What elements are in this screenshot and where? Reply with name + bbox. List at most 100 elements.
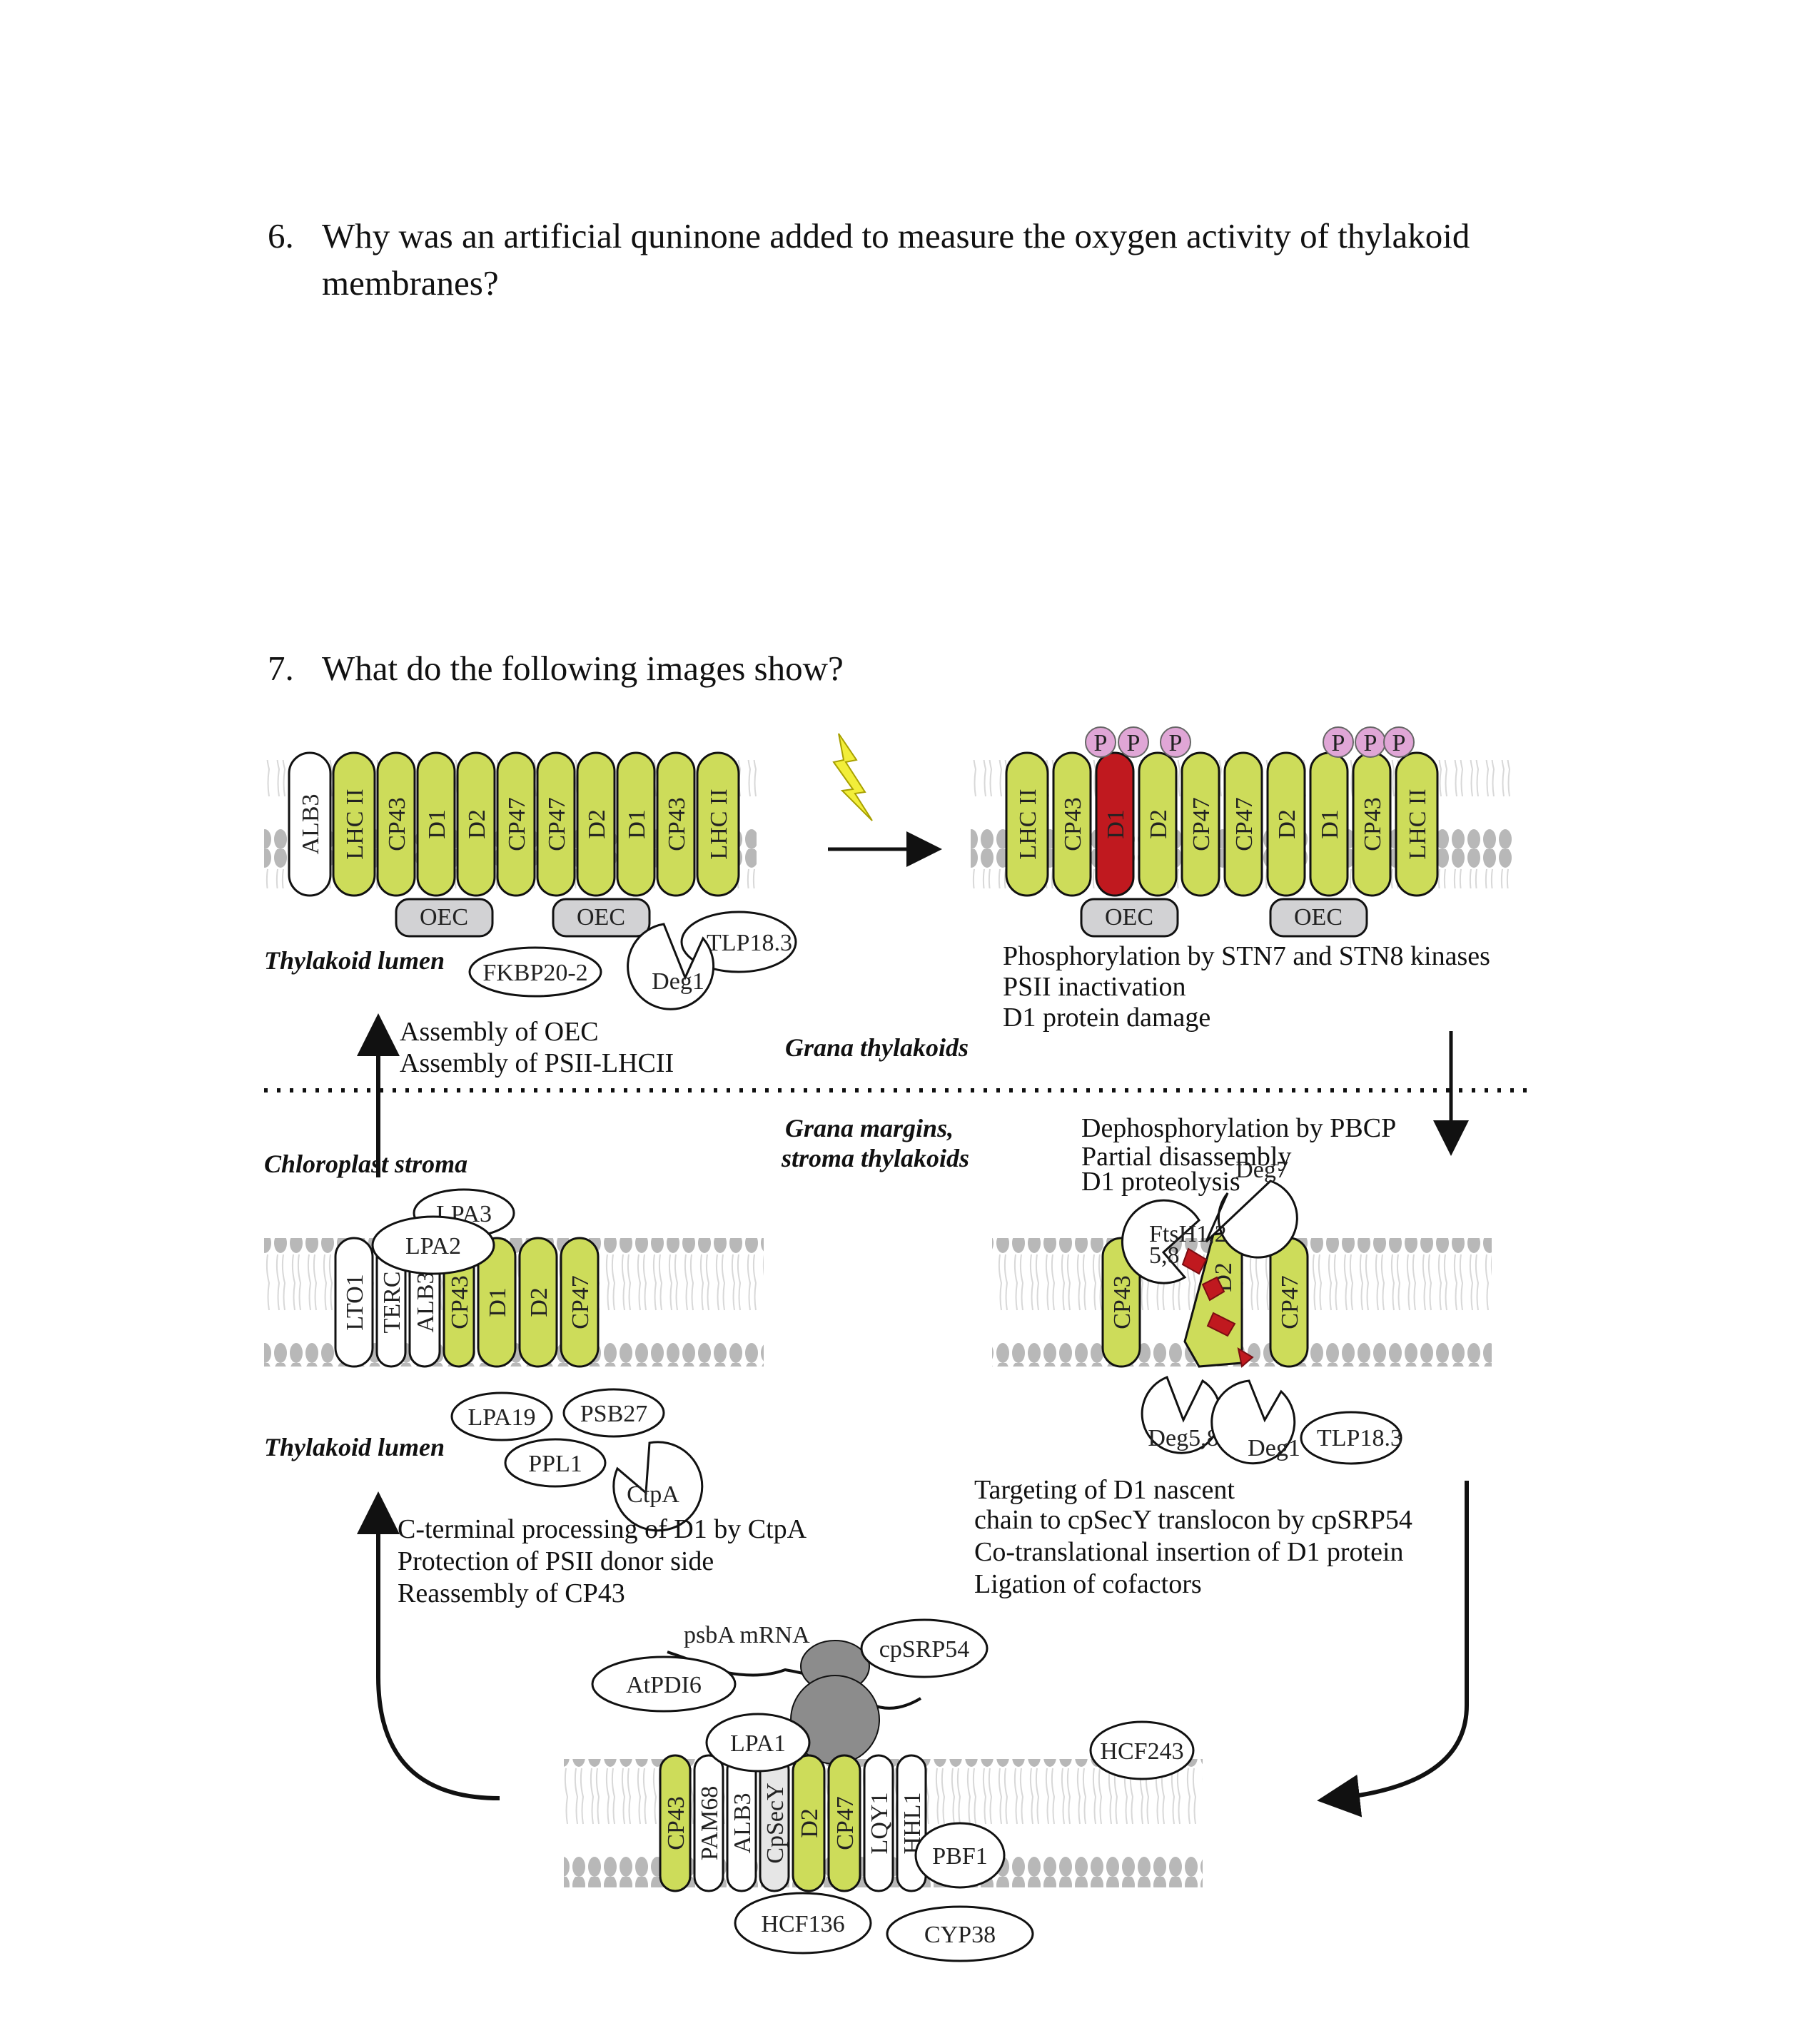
svg-text:Deg5,8: Deg5,8 xyxy=(1148,1425,1218,1451)
protease-deg7: Deg7 xyxy=(1205,1157,1298,1259)
protein-terc: TERC xyxy=(375,1237,407,1368)
protein-label: CP43 xyxy=(384,797,410,851)
svg-text:CP43: CP43 xyxy=(1109,1275,1136,1329)
caption-assembly-psii-lhcii: Assembly of PSII-LHCII xyxy=(400,1048,674,1078)
mrna-label: psbA mRNA xyxy=(684,1622,810,1648)
protein-label: CP43 xyxy=(664,797,690,851)
svg-text:OEC: OEC xyxy=(1294,904,1343,931)
protein-label: CP47 xyxy=(567,1275,594,1329)
protein-lpa2: LPA2 xyxy=(371,1215,495,1275)
svg-text:PSB27: PSB27 xyxy=(580,1401,648,1427)
protein-label: CP43 xyxy=(663,1796,689,1850)
protein-label: PAM68 xyxy=(697,1786,723,1861)
protein-label: D1 xyxy=(424,809,450,839)
protein-cpsecy: CpSecY xyxy=(759,1754,790,1892)
protein-label: LHC II xyxy=(706,789,732,859)
protein-lqy1: LQY1 xyxy=(863,1754,894,1892)
protein-cp47: CP47 xyxy=(1181,751,1220,897)
caption-line: PSII inactivation xyxy=(1003,972,1185,1002)
protein-label: D2 xyxy=(1274,809,1300,839)
phosphate-group: P xyxy=(1355,726,1386,758)
question-number: 7. xyxy=(268,649,294,688)
svg-text:P: P xyxy=(1127,730,1141,756)
svg-text:OEC: OEC xyxy=(420,904,468,931)
protein-cpsrp54: cpSRP54 xyxy=(860,1618,989,1678)
protein-psb27: PSB27 xyxy=(562,1388,665,1438)
protein-cp47: CP47 xyxy=(496,751,536,897)
protein-label: TERC xyxy=(379,1272,405,1334)
phosphate-group: P xyxy=(1383,726,1415,758)
protease-ftsh: FtsH1,2 5,8 xyxy=(1121,1199,1227,1284)
protein-d2: D2 xyxy=(792,1754,826,1892)
protease-deg1: Deg1 xyxy=(1210,1379,1300,1465)
protein-alb3: ALB3 xyxy=(726,1754,757,1892)
svg-text:Deg1: Deg1 xyxy=(1248,1435,1300,1461)
caption-line: D1 proteolysis xyxy=(1081,1167,1240,1197)
region-label-chloroplast-stroma: Chloroplast stroma xyxy=(264,1150,467,1178)
protein-d1: D1 xyxy=(616,751,656,897)
svg-text:Deg1: Deg1 xyxy=(652,968,704,995)
svg-text:OEC: OEC xyxy=(577,904,625,931)
protein-label: LHC II xyxy=(342,789,368,859)
caption-line: C-terminal processing of D1 by CtpA xyxy=(398,1514,807,1544)
oec-complex: OEC xyxy=(1080,898,1179,938)
protein-label: CP47 xyxy=(1231,797,1258,851)
protein-label: ALB3 xyxy=(298,794,324,855)
protein-cp47: CP47 xyxy=(827,1754,861,1892)
caption-line: Reassembly of CP43 xyxy=(398,1578,625,1608)
protease-ctpa: CtpA xyxy=(612,1441,704,1532)
caption-line: Ligation of cofactors xyxy=(974,1569,1202,1599)
protein-d2: D2 xyxy=(1138,751,1178,897)
question-text: Why was an artificial quninone added to … xyxy=(322,216,1470,303)
protein-alb3: ALB3 xyxy=(288,751,332,897)
protein-atpdi6: AtPDI6 xyxy=(591,1656,737,1713)
protein-lpa1: LPA1 xyxy=(705,1713,811,1773)
protein-label: D1 xyxy=(624,809,650,839)
svg-text:HCF136: HCF136 xyxy=(761,1911,844,1937)
region-label-grana-thylakoids: Grana thylakoids xyxy=(785,1033,969,1062)
svg-text:P: P xyxy=(1094,730,1108,756)
protease-deg1: Deg1 xyxy=(627,923,715,1010)
protein-cp47: CP47 xyxy=(536,751,576,897)
svg-text:CYP38: CYP38 xyxy=(924,1922,996,1948)
svg-text:HCF243: HCF243 xyxy=(1100,1738,1183,1765)
phosphate-group: P xyxy=(1085,726,1116,758)
svg-text:FtsH1,2: FtsH1,2 xyxy=(1149,1221,1227,1247)
protein-cp43: CP43 xyxy=(1101,1237,1141,1368)
protein-cp43: CP43 xyxy=(659,1754,692,1892)
protein-lhc-ii: LHC II xyxy=(1395,751,1439,897)
protein-lhc-ii: LHC II xyxy=(1005,751,1049,897)
phosphate-group: P xyxy=(1160,726,1191,758)
oec-complex: OEC xyxy=(395,898,494,938)
protein-label: D1 xyxy=(1317,809,1343,839)
protein-d1: D1 xyxy=(1309,751,1349,897)
svg-text:PPL1: PPL1 xyxy=(528,1451,582,1477)
question-number: 6. xyxy=(268,216,294,255)
protein-d1: D1 xyxy=(1095,751,1135,897)
svg-text:TLP18.3: TLP18.3 xyxy=(1317,1425,1402,1451)
caption-line: Protection of PSII donor side xyxy=(398,1546,714,1576)
caption-line: Partial disassembly xyxy=(1081,1142,1291,1172)
protein-d2: D2 xyxy=(518,1237,558,1368)
protein-pbf1: PBF1 xyxy=(914,1822,1006,1889)
lightning-icon xyxy=(832,733,873,821)
caption-line: Dephosphorylation by PBCP xyxy=(1081,1113,1396,1143)
protein-label: CP47 xyxy=(832,1796,859,1850)
protein-pam68: PAM68 xyxy=(693,1754,724,1892)
protein-label: ALB3 xyxy=(413,1272,439,1333)
protein-lhc-ii: LHC II xyxy=(696,751,740,897)
caption-line: Targeting of D1 nascent xyxy=(974,1475,1235,1505)
oec-complex: OEC xyxy=(552,898,651,938)
protein-label: LTO1 xyxy=(342,1274,368,1330)
svg-text:5,8: 5,8 xyxy=(1149,1242,1180,1269)
protein-cp43: CP43 xyxy=(1352,751,1392,897)
phosphate-group: P xyxy=(1323,726,1354,758)
svg-text:OEC: OEC xyxy=(1105,904,1153,931)
caption-line: D1 protein damage xyxy=(1003,1003,1210,1033)
protein-label: CP43 xyxy=(1360,797,1386,851)
svg-text:P: P xyxy=(1364,730,1377,756)
protein-label: D2 xyxy=(584,809,610,839)
svg-text:PBF1: PBF1 xyxy=(932,1843,988,1870)
protein-label: LHC II xyxy=(1405,789,1431,859)
